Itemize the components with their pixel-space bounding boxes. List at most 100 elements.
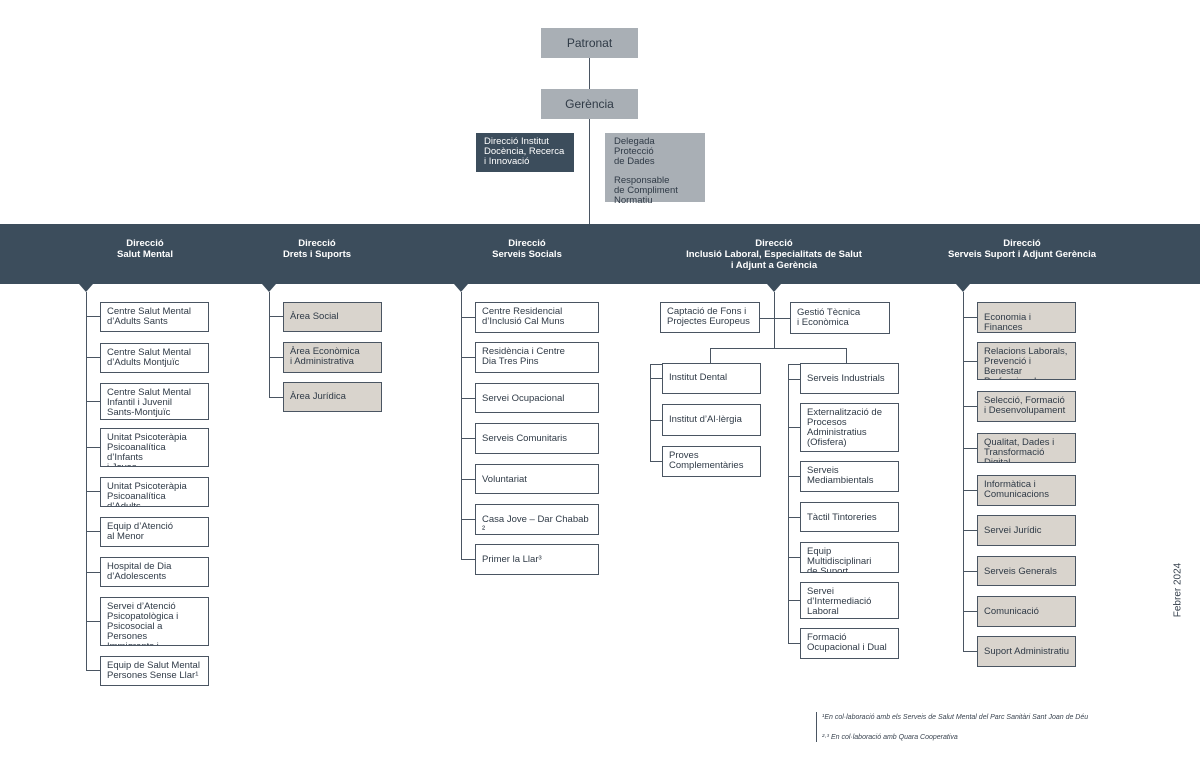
unit-box: Comunicació [977, 596, 1076, 627]
tick [760, 318, 790, 319]
unit-box: Equip d’Atenció al Menor [100, 517, 209, 547]
unit-box: Captació de Fons i Projectes Europeus [660, 302, 760, 333]
tick [86, 621, 100, 622]
unit-box: Suport Administratiu [977, 636, 1076, 667]
unit-box: Casa Jove – Dar Chabab ² [475, 504, 599, 535]
spine-salut-mental [86, 292, 87, 671]
tick [650, 378, 662, 379]
tick [86, 401, 100, 402]
tick [788, 427, 800, 428]
unit-box: Institut Dental [662, 363, 761, 394]
pointer-serveis-suport [956, 284, 970, 292]
staff-grey-box: Delegada Protecció de Dades Responsable … [605, 133, 705, 206]
tick [963, 651, 977, 652]
unit-box: Informàtica i Comunicacions [977, 475, 1076, 506]
patronat-label: Patronat [566, 36, 613, 50]
unit-box: Centre Salut Mental Infantil i Juvenil S… [100, 383, 209, 420]
pointer-drets-suports [262, 284, 276, 292]
responsable-label: Responsable de Compliment Normatiu [614, 175, 678, 206]
unit-box: Externalització de Procesos Administrati… [800, 403, 899, 452]
heading-inclusio-laboral: Direcció Inclusió Laboral, Especialitats… [686, 238, 862, 271]
tick [650, 420, 662, 421]
footnote-1: ¹En col·laboració amb els Serveis de Sal… [822, 714, 1089, 721]
tick [461, 398, 475, 399]
tick [461, 438, 475, 439]
unit-box: Institut d’Al·lèrgia [662, 404, 761, 436]
pointer-serveis-socials [454, 284, 468, 292]
unit-box: Unitat Psicoteràpia Psicoanalítica d’Inf… [100, 428, 209, 467]
tick [86, 531, 100, 532]
unit-box: Centre Salut Mental d’Adults Sants [100, 302, 209, 332]
unit-box: Primer la Llar³ [475, 544, 599, 575]
unit-box: Selecció, Formació i Desenvolupament [977, 391, 1076, 422]
unit-box: Àrea Jurídica [283, 382, 382, 412]
branch-line [710, 348, 846, 349]
tick [788, 379, 800, 380]
branch-left [710, 348, 711, 364]
tick [963, 611, 977, 612]
unit-box: Serveis Comunitaris [475, 423, 599, 454]
tick [269, 397, 283, 398]
unit-box: Qualitat, Dades i Transformació Digital [977, 433, 1076, 463]
unit-box: Unitat Psicoteràpia Psicoanalítica d’Adu… [100, 477, 209, 507]
tick [86, 670, 100, 671]
heading-serveis-suport: Direcció Serveis Suport i Adjunt Gerènci… [948, 238, 1096, 260]
unit-box: Serveis Mediambientals [800, 461, 899, 492]
unit-box: Formació Ocupacional i Dual [800, 628, 899, 659]
unit-box: Relacions Laborals, Prevenció i Benestar… [977, 342, 1076, 380]
spine-serveis-suport [963, 292, 964, 652]
tick [86, 316, 100, 317]
unit-box: Centre Residencial d’Inclusió Cal Muns [475, 302, 599, 333]
tick [461, 519, 475, 520]
tick [963, 490, 977, 491]
unit-box: Proves Complementàries [662, 446, 761, 477]
unit-box: Servei d’Atenció Psicopatològica i Psico… [100, 597, 209, 646]
tick [963, 448, 977, 449]
unit-box: Residència i Centre Dia Tres Pins [475, 342, 599, 373]
tick [86, 572, 100, 573]
spine-drets-suports [269, 292, 270, 398]
tick [86, 491, 100, 492]
direccio-institut-box: Direcció Institut Docència, Recerca i In… [476, 133, 574, 172]
tick [788, 476, 800, 477]
unit-box: Voluntariat [475, 464, 599, 494]
gerencia-label: Gerència [565, 97, 614, 111]
spine-inclusio-laboral [774, 292, 775, 348]
footnotes: ¹En col·laboració amb els Serveis de Sal… [816, 712, 1089, 743]
pointer-salut-mental [79, 284, 93, 292]
directorates-band [0, 224, 1200, 284]
tick [788, 643, 800, 644]
tick [963, 317, 977, 318]
spine-left-sub [650, 364, 651, 462]
unit-box: Equip de Salut Mental Persones Sense Lla… [100, 656, 209, 686]
spine-serveis-socials [461, 292, 462, 560]
unit-box: Àrea Social [283, 302, 382, 332]
gerencia-box: Gerència [541, 89, 638, 119]
unit-box: Centre Salut Mental d’Adults Montjuïc [100, 343, 209, 373]
patronat-box: Patronat [541, 28, 638, 58]
unit-box: Economia i Finances [977, 302, 1076, 333]
unit-box: Servei d’Intermediació Laboral [800, 582, 899, 619]
delegada-label: Delegada Protecció de Dades [614, 136, 655, 167]
tick [269, 316, 283, 317]
heading-serveis-socials: Direcció Serveis Socials [492, 238, 562, 260]
tick [963, 406, 977, 407]
date-label: Febrer 2024 [1172, 562, 1184, 618]
connector-gerencia-band [589, 119, 590, 225]
tick [461, 317, 475, 318]
heading-salut-mental: Direcció Salut Mental [117, 238, 173, 260]
footnote-2: ²·³ En col·laboració amb Quara Cooperati… [822, 734, 958, 741]
unit-box: Serveis Industrials [800, 363, 899, 394]
tick [461, 479, 475, 480]
tick [461, 357, 475, 358]
tick [461, 559, 475, 560]
unit-box: Àrea Econòmica i Administrativa [283, 342, 382, 373]
unit-box: Tàctil Tintoreries [800, 502, 899, 532]
tick [269, 357, 283, 358]
tick [963, 361, 977, 362]
footnote-bar [816, 712, 817, 742]
unit-box: Servei Jurídic [977, 515, 1076, 546]
tick [86, 357, 100, 358]
unit-box: Serveis Generals [977, 556, 1076, 586]
branch-right [846, 348, 847, 364]
